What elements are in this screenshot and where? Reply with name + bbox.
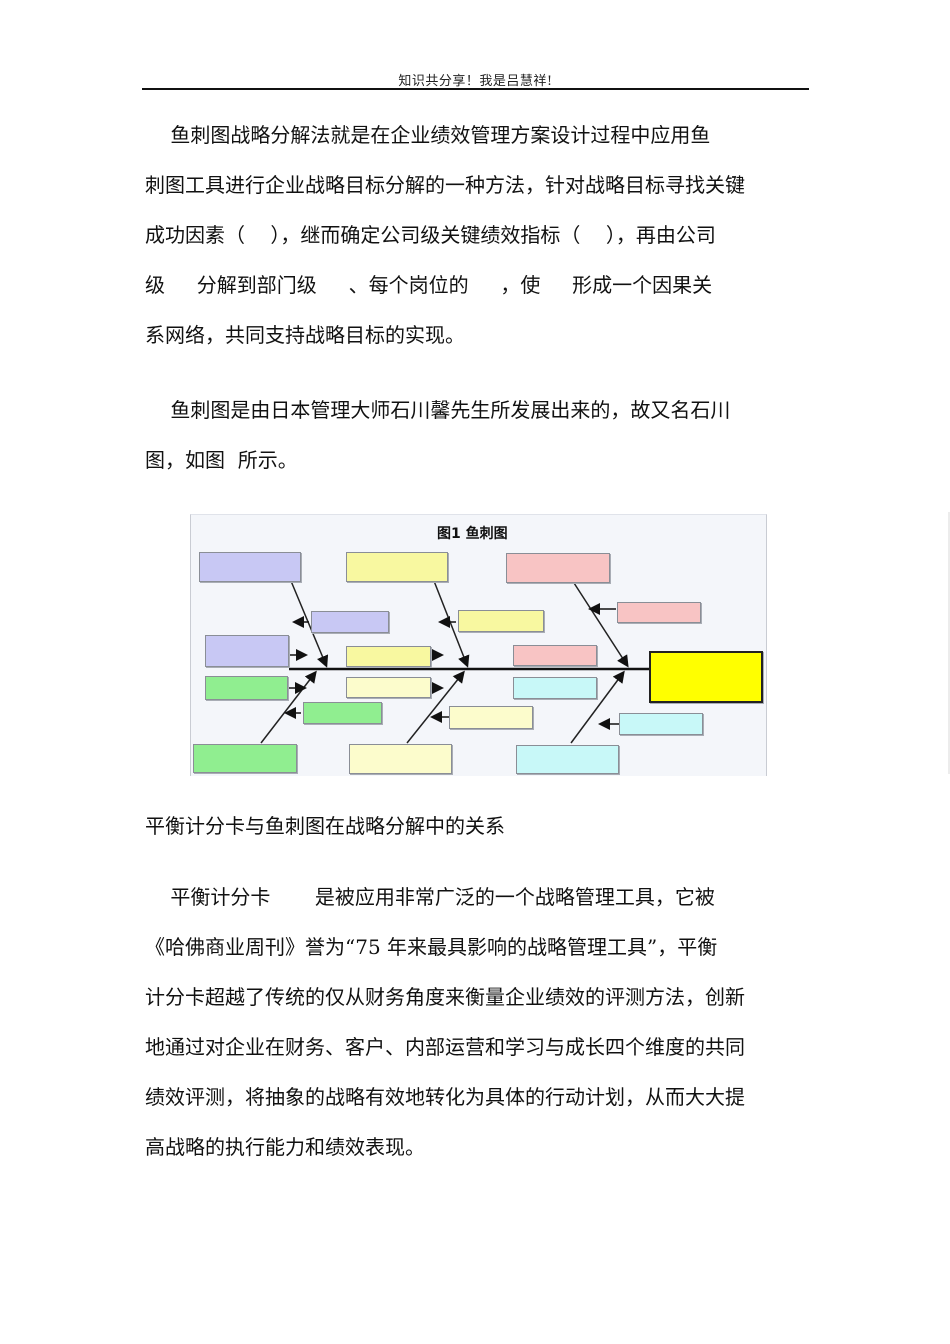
- text-line: 计分卡超越了传统的仅从财务角度来衡量企业绩效的评测方法，创新: [145, 985, 745, 1009]
- bone-box-lyellow-main: [349, 744, 452, 774]
- bone-box-green-sub1: [205, 676, 288, 700]
- bone-box-yellow-sub2: [346, 646, 431, 667]
- bone-box-green-main: [193, 744, 297, 773]
- fishbone-figure: 图1 鱼刺图: [190, 514, 767, 776]
- text-line: 成功因素（ ），继而确定公司级关键绩效指标（ ），再由公司: [145, 223, 716, 247]
- text-line: 鱼刺图战略分解法就是在企业绩效管理方案设计过程中应用鱼: [145, 123, 711, 147]
- section-heading: 平衡计分卡与鱼刺图在战略分解中的关系: [145, 814, 505, 838]
- bone-box-pink-sub1: [617, 602, 701, 623]
- text-line: 图，如图 所示。: [145, 448, 298, 472]
- bone-box-purple-main: [199, 552, 301, 582]
- header-divider: [142, 88, 809, 90]
- bone-box-lyellow-sub2: [449, 706, 533, 729]
- bone-box-lyellow-sub1: [346, 677, 431, 698]
- bone-box-cyan-sub2: [619, 713, 703, 735]
- text-line: 级 分解到部门级 、每个岗位的 ，使 形成一个因果关: [145, 273, 713, 297]
- text-line: 系网络，共同支持战略目标的实现。: [145, 323, 465, 347]
- bone-box-yellow-main: [346, 552, 448, 582]
- page-edge: [948, 512, 950, 774]
- text-line: 平衡计分卡 是被应用非常广泛的一个战略管理工具，它被: [145, 885, 715, 909]
- page-header: 知识共分享！我是吕慧祥!: [398, 74, 553, 89]
- text-line: 《哈佛商业周刊》誉为“75 年来最具影响的战略管理工具”，平衡: [145, 935, 718, 959]
- text-line: 绩效评测，将抽象的战略有效地转化为具体的行动计划，从而大大提: [145, 1085, 745, 1109]
- paragraph-ishikawa: 鱼刺图是由日本管理大师石川馨先生所发展出来的，故又名石川 图，如图 所示。: [145, 385, 810, 485]
- bone-box-cyan-sub1: [513, 677, 597, 699]
- bone-box-pink-main: [506, 553, 610, 583]
- bone-box-yellow-sub1: [458, 610, 544, 632]
- text-line: 地通过对企业在财务、客户、内部运营和学习与成长四个维度的共同: [145, 1035, 745, 1059]
- bone-box-purple-sub1: [311, 611, 389, 633]
- paragraph-fishbone-method: 鱼刺图战略分解法就是在企业绩效管理方案设计过程中应用鱼 刺图工具进行企业战略目标…: [145, 110, 810, 360]
- bone-box-cyan-main: [516, 745, 619, 774]
- text-line: 鱼刺图是由日本管理大师石川馨先生所发展出来的，故又名石川: [145, 398, 731, 422]
- bone-box-pink-sub2: [513, 645, 597, 666]
- text-line: 刺图工具进行企业战略目标分解的一种方法，针对战略目标寻找关键: [145, 173, 745, 197]
- bone-box-green-sub2: [303, 702, 382, 724]
- bone-box-purple-sub2: [205, 635, 289, 667]
- paragraph-balanced-scorecard: 平衡计分卡 是被应用非常广泛的一个战略管理工具，它被 《哈佛商业周刊》誉为“75…: [145, 872, 810, 1172]
- text-line: 高战略的执行能力和绩效表现。: [145, 1135, 425, 1159]
- fishbone-head-goal: [649, 651, 763, 703]
- figure-title: 图1 鱼刺图: [437, 526, 508, 542]
